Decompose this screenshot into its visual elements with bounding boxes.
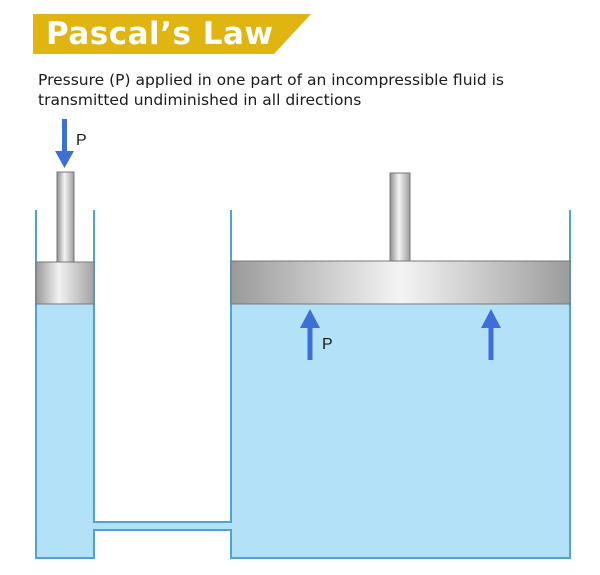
small-piston-rod: [56, 171, 75, 263]
input-pressure-label: P: [76, 132, 87, 149]
output-pressure-arrow-left-icon: [300, 309, 320, 360]
law-description: Pressure (P) applied in one part of an i…: [38, 70, 578, 110]
banner-background: [33, 14, 311, 54]
output-pressure-label: P: [322, 336, 333, 353]
page-title: Pascal’s Law: [46, 16, 274, 52]
large-piston-rod: [389, 172, 411, 262]
description-line-1: Pressure (P) applied in one part of an i…: [38, 71, 504, 89]
output-pressure-arrow-right-icon: [481, 309, 501, 360]
title-banner: [33, 14, 311, 54]
large-piston: [230, 260, 571, 305]
container-walls: [35, 210, 571, 559]
incompressible-fluid: [36, 304, 570, 558]
description-line-2: transmitted undiminished in all directio…: [38, 91, 362, 109]
small-piston: [35, 261, 95, 305]
small-cylinder-wall: [35, 210, 571, 559]
input-pressure-arrow-icon: [55, 119, 74, 168]
connecting-pipe-inner-wall: [93, 210, 232, 523]
